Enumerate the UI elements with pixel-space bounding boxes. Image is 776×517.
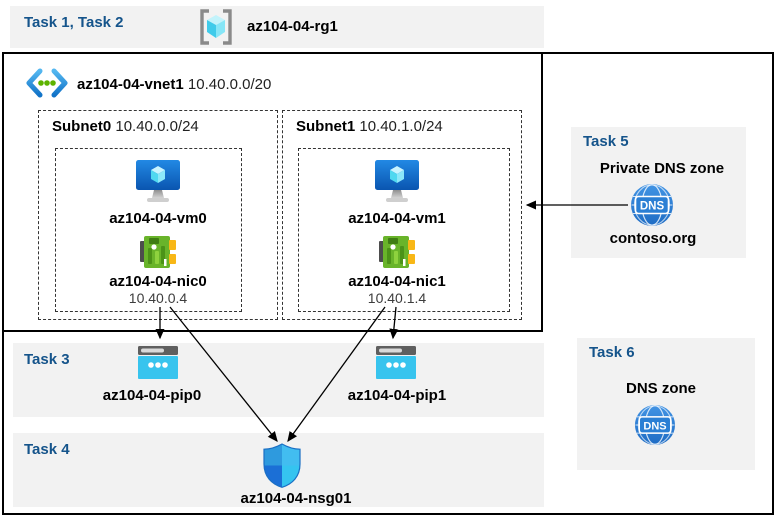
task3-band [13,343,544,417]
vnet-name: az104-04-vnet1 [77,76,184,93]
pip1-icon [376,346,416,379]
resource-group-name: az104-04-rg1 [247,18,338,35]
private-dns-icon-text: DNS [640,201,665,213]
pip0-icon [138,346,178,379]
nic1-label: az104-04-nic1 [348,273,446,290]
vnet-title: az104-04-vnet1 10.40.0.0/20 [77,76,271,93]
dns-zone-icon: DNS [634,404,676,446]
subnet0-title: Subnet0 10.40.0.0/24 [52,118,199,135]
subnet1-title: Subnet1 10.40.1.0/24 [296,118,443,135]
task6-label: Task 6 [589,344,635,361]
subnet1-name: Subnet1 [296,118,356,135]
subnet0-inner-box [55,148,242,312]
vnet-icon [26,68,68,98]
vm1-label: az104-04-vm1 [348,210,446,227]
pip1-label: az104-04-pip1 [347,387,447,404]
private-dns-zone-title: Private DNS zone [599,160,725,177]
dns-zone-icon-text: DNS [643,420,666,432]
subnet0-box [38,110,278,320]
pip0-label: az104-04-pip0 [102,387,202,404]
task1-2-label: Task 1, Task 2 [24,14,124,31]
vnet-cidr: 10.40.0.0/20 [187,76,272,93]
nic1-ip: 10.40.1.4 [367,290,427,306]
nsg-label: az104-04-nsg01 [240,490,352,507]
vm1-icon [375,160,419,203]
task6-box [577,338,755,470]
contoso-zone-label: contoso.org [609,230,697,247]
private-dns-icon: DNS [630,183,674,227]
task1-2-band [10,6,544,48]
vm0-icon [136,160,180,203]
subnet1-box [282,110,522,320]
resource-group-icon [198,8,234,46]
subnet1-cidr: 10.40.1.0/24 [359,118,443,135]
task4-label: Task 4 [24,441,70,458]
nic0-label: az104-04-nic0 [109,273,207,290]
subnet0-name: Subnet0 [52,118,112,135]
task3-label: Task 3 [24,351,70,368]
nic1-icon [379,234,415,270]
vm0-label: az104-04-vm0 [109,210,207,227]
nic0-icon [140,234,176,270]
subnet1-inner-box [298,148,510,312]
task5-label: Task 5 [583,133,629,150]
subnet0-cidr: 10.40.0.0/24 [115,118,199,135]
nic0-ip: 10.40.0.4 [128,290,188,306]
dns-zone-title: DNS zone [625,380,697,397]
nsg-icon [262,443,302,488]
